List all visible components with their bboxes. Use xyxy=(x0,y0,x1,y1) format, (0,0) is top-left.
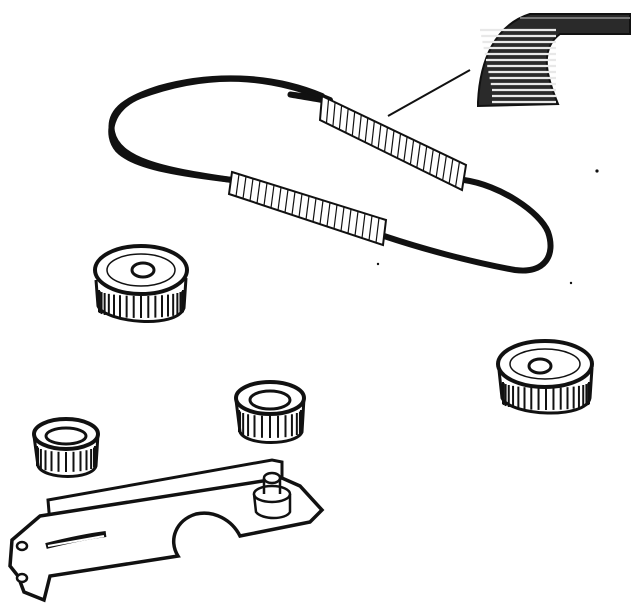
belt-tooth xyxy=(396,133,402,159)
belt-tooth xyxy=(416,142,421,168)
belt-tooth xyxy=(270,185,275,208)
belt-tooth xyxy=(361,213,366,239)
belt-tooth xyxy=(235,174,240,197)
belt-tooth xyxy=(435,152,441,178)
belt-tooth xyxy=(319,200,324,225)
belt-tooth xyxy=(422,146,428,171)
belt-teeth-upper xyxy=(318,94,468,192)
belt-tooth xyxy=(284,189,289,213)
belt-tooth xyxy=(442,155,447,181)
belt-tooth xyxy=(277,187,282,211)
belt-tooth xyxy=(371,121,375,146)
stray-dot xyxy=(376,262,380,266)
idler-pulley-left xyxy=(32,417,100,478)
timing-belt xyxy=(108,69,554,274)
stray-dot xyxy=(569,281,573,285)
belt-tooth xyxy=(256,180,261,204)
belt-tooth xyxy=(340,206,345,232)
belt-tooth xyxy=(338,105,343,130)
belt-tooth xyxy=(298,193,303,218)
belt-tooth xyxy=(390,130,395,156)
belt-tooth xyxy=(354,211,359,236)
belt-tooth xyxy=(345,108,349,133)
belt-tooth xyxy=(364,117,369,143)
belt-tooth xyxy=(403,136,408,162)
belt-tooth xyxy=(242,176,247,199)
belt-teeth-lower xyxy=(227,170,388,247)
belt-tooth xyxy=(351,111,356,136)
tensioner-bracket xyxy=(8,458,325,603)
idler-pulley-middle xyxy=(234,380,306,444)
belt-tooth xyxy=(333,204,338,229)
belt-tooth xyxy=(454,161,461,187)
belt-tooth-detail xyxy=(477,13,631,108)
detail-leader-line xyxy=(387,69,471,117)
belt-tooth xyxy=(448,158,454,184)
belt-tooth xyxy=(347,209,352,234)
belt-tooth xyxy=(429,149,434,175)
stray-dot xyxy=(595,169,599,173)
belt-tooth xyxy=(305,195,310,220)
belt-tooth xyxy=(368,215,373,241)
belt-tooth xyxy=(409,139,415,165)
belt-tooth xyxy=(383,127,389,152)
belt-tooth xyxy=(377,124,382,149)
belt-tooth xyxy=(263,182,268,206)
pulley-large-left xyxy=(93,244,189,323)
bracket-stud xyxy=(252,471,292,520)
belt-tooth xyxy=(249,178,254,202)
belt-tooth xyxy=(291,191,296,215)
belt-tooth xyxy=(358,114,362,140)
belt-tooth xyxy=(312,198,317,222)
belt-tooth xyxy=(375,217,380,243)
belt-tooth xyxy=(326,202,331,227)
belt-tooth xyxy=(325,99,330,124)
pulley-large-right xyxy=(496,339,594,415)
belt-tooth xyxy=(332,102,336,127)
